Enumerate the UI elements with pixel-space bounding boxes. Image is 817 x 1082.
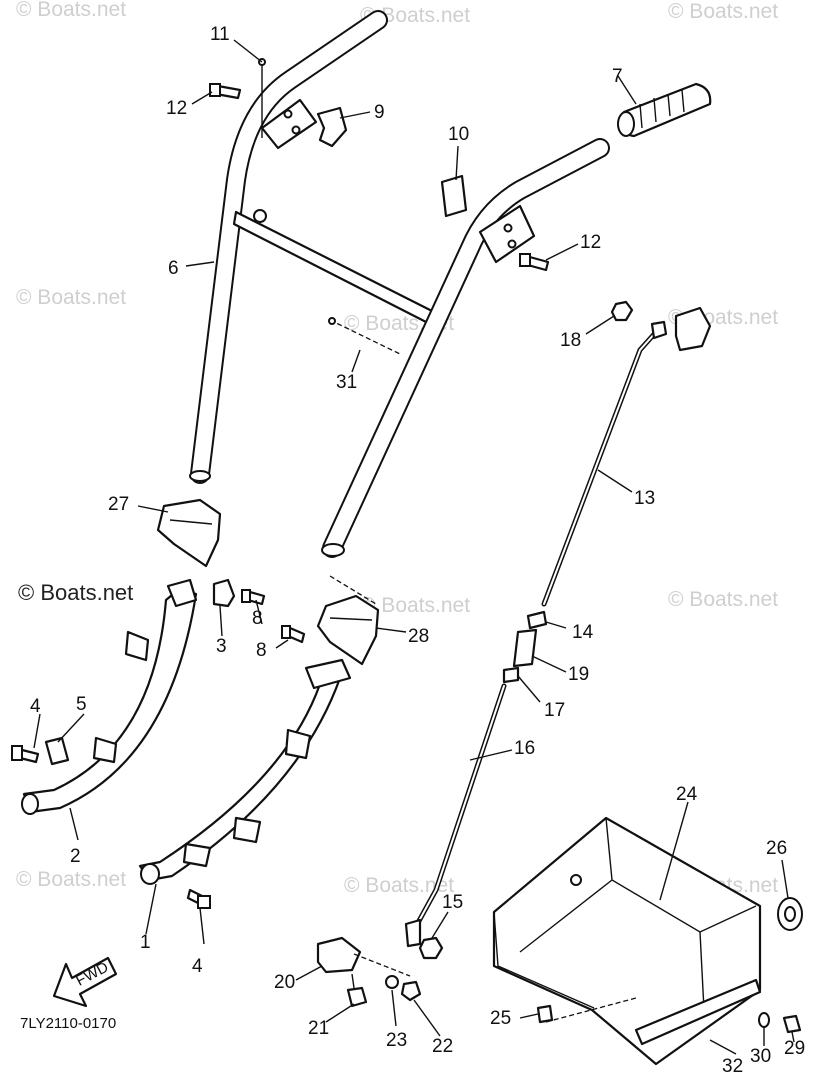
bracket-9: [316, 106, 348, 148]
callout-6: 6: [168, 258, 179, 279]
bolt-8-lower: [281, 625, 306, 644]
callout-14: 14: [572, 622, 594, 643]
callout-11: 11: [210, 24, 230, 45]
callout-4-left: 4: [30, 696, 41, 717]
callout-12-right: 12: [580, 232, 601, 253]
cover-28: [316, 594, 380, 666]
handle-crossbar: [232, 209, 436, 326]
callouts: 11 12 9 10 12 7 6 31 18 13 14 19 17 16 1…: [30, 24, 805, 1077]
watermark: © Boats.net: [16, 868, 126, 891]
callout-17: 17: [544, 700, 565, 721]
wire-31: [328, 317, 401, 355]
bolt-4-left: [11, 745, 40, 764]
callout-25: 25: [490, 1008, 511, 1029]
watermark: © Boats.net: [16, 286, 126, 309]
callout-19: 19: [568, 664, 589, 685]
callout-13: 13: [634, 488, 655, 509]
callout-3: 3: [216, 636, 227, 657]
callout-30: 30: [750, 1046, 771, 1067]
bracket-10: [440, 174, 468, 218]
callout-15: 15: [442, 892, 463, 913]
diagram-code: 7LY2110-0170: [20, 1015, 116, 1032]
fwd-arrow: FWD: [52, 956, 118, 1008]
bracket-20: [316, 936, 362, 974]
frame-right-lower: [138, 658, 352, 885]
cover-27: [156, 498, 222, 568]
rod-16: [404, 683, 507, 948]
frame-left-lower: [21, 578, 198, 815]
callout-20: 20: [274, 972, 295, 993]
watermark: © Boats.net: [344, 874, 454, 897]
callout-26: 26: [766, 838, 787, 859]
handle-right-upper: [321, 138, 610, 558]
callout-29: 29: [784, 1038, 805, 1059]
watermarks: © Boats.net © Boats.net © Boats.net © Bo…: [16, 0, 778, 897]
tray-24: [492, 816, 762, 1066]
callout-9: 9: [374, 102, 385, 123]
bolt-4-right: [186, 888, 211, 909]
watermark: © Boats.net: [668, 0, 778, 23]
grommet-26: [777, 897, 803, 931]
leader-lines: [33, 39, 795, 1055]
callout-16: 16: [514, 738, 535, 759]
washer-23: [385, 975, 399, 989]
callout-32: 32: [722, 1056, 743, 1077]
callout-4-right: 4: [192, 956, 203, 977]
callout-8-top: 8: [252, 608, 263, 629]
washer-30: [758, 1012, 770, 1028]
plate-5: [44, 736, 70, 766]
bracket-upper-right: [674, 306, 712, 352]
rod-13: [541, 320, 668, 607]
nut-15: [418, 936, 444, 960]
coupler-14-19-17: [502, 610, 548, 684]
callout-18: 18: [560, 330, 581, 351]
watermark: © Boats.net: [668, 588, 778, 611]
callout-5: 5: [76, 694, 87, 715]
callout-10: 10: [448, 124, 469, 145]
callout-21: 21: [308, 1018, 329, 1039]
watermark: © Boats.net: [360, 594, 470, 617]
bolt-29: [782, 1014, 802, 1034]
callout-31: 31: [336, 372, 357, 393]
nut-18: [610, 300, 634, 322]
callout-23: 23: [386, 1030, 407, 1051]
callout-2: 2: [70, 846, 81, 867]
bolt-21: [346, 973, 368, 1008]
callout-24: 24: [676, 784, 698, 805]
callout-27: 27: [108, 494, 129, 515]
rail-32: [634, 978, 762, 1046]
bolt-12-left: [209, 83, 242, 100]
bolt-12-right: [519, 253, 550, 272]
handle-left-upper: [189, 10, 388, 484]
nut-22: [400, 980, 422, 1002]
callout-8-lower: 8: [256, 640, 267, 661]
callout-12-left: 12: [166, 98, 187, 119]
callout-22: 22: [432, 1036, 453, 1057]
watermark: © Boats.net: [16, 0, 126, 21]
bolt-8-top: [241, 589, 266, 606]
watermark-dark: © Boats.net: [18, 580, 133, 605]
callout-1: 1: [140, 932, 151, 953]
bracket-3: [212, 578, 236, 608]
callout-7: 7: [612, 66, 623, 87]
clip-25: [536, 1004, 554, 1024]
callout-28: 28: [408, 626, 429, 647]
grip: [617, 82, 712, 138]
